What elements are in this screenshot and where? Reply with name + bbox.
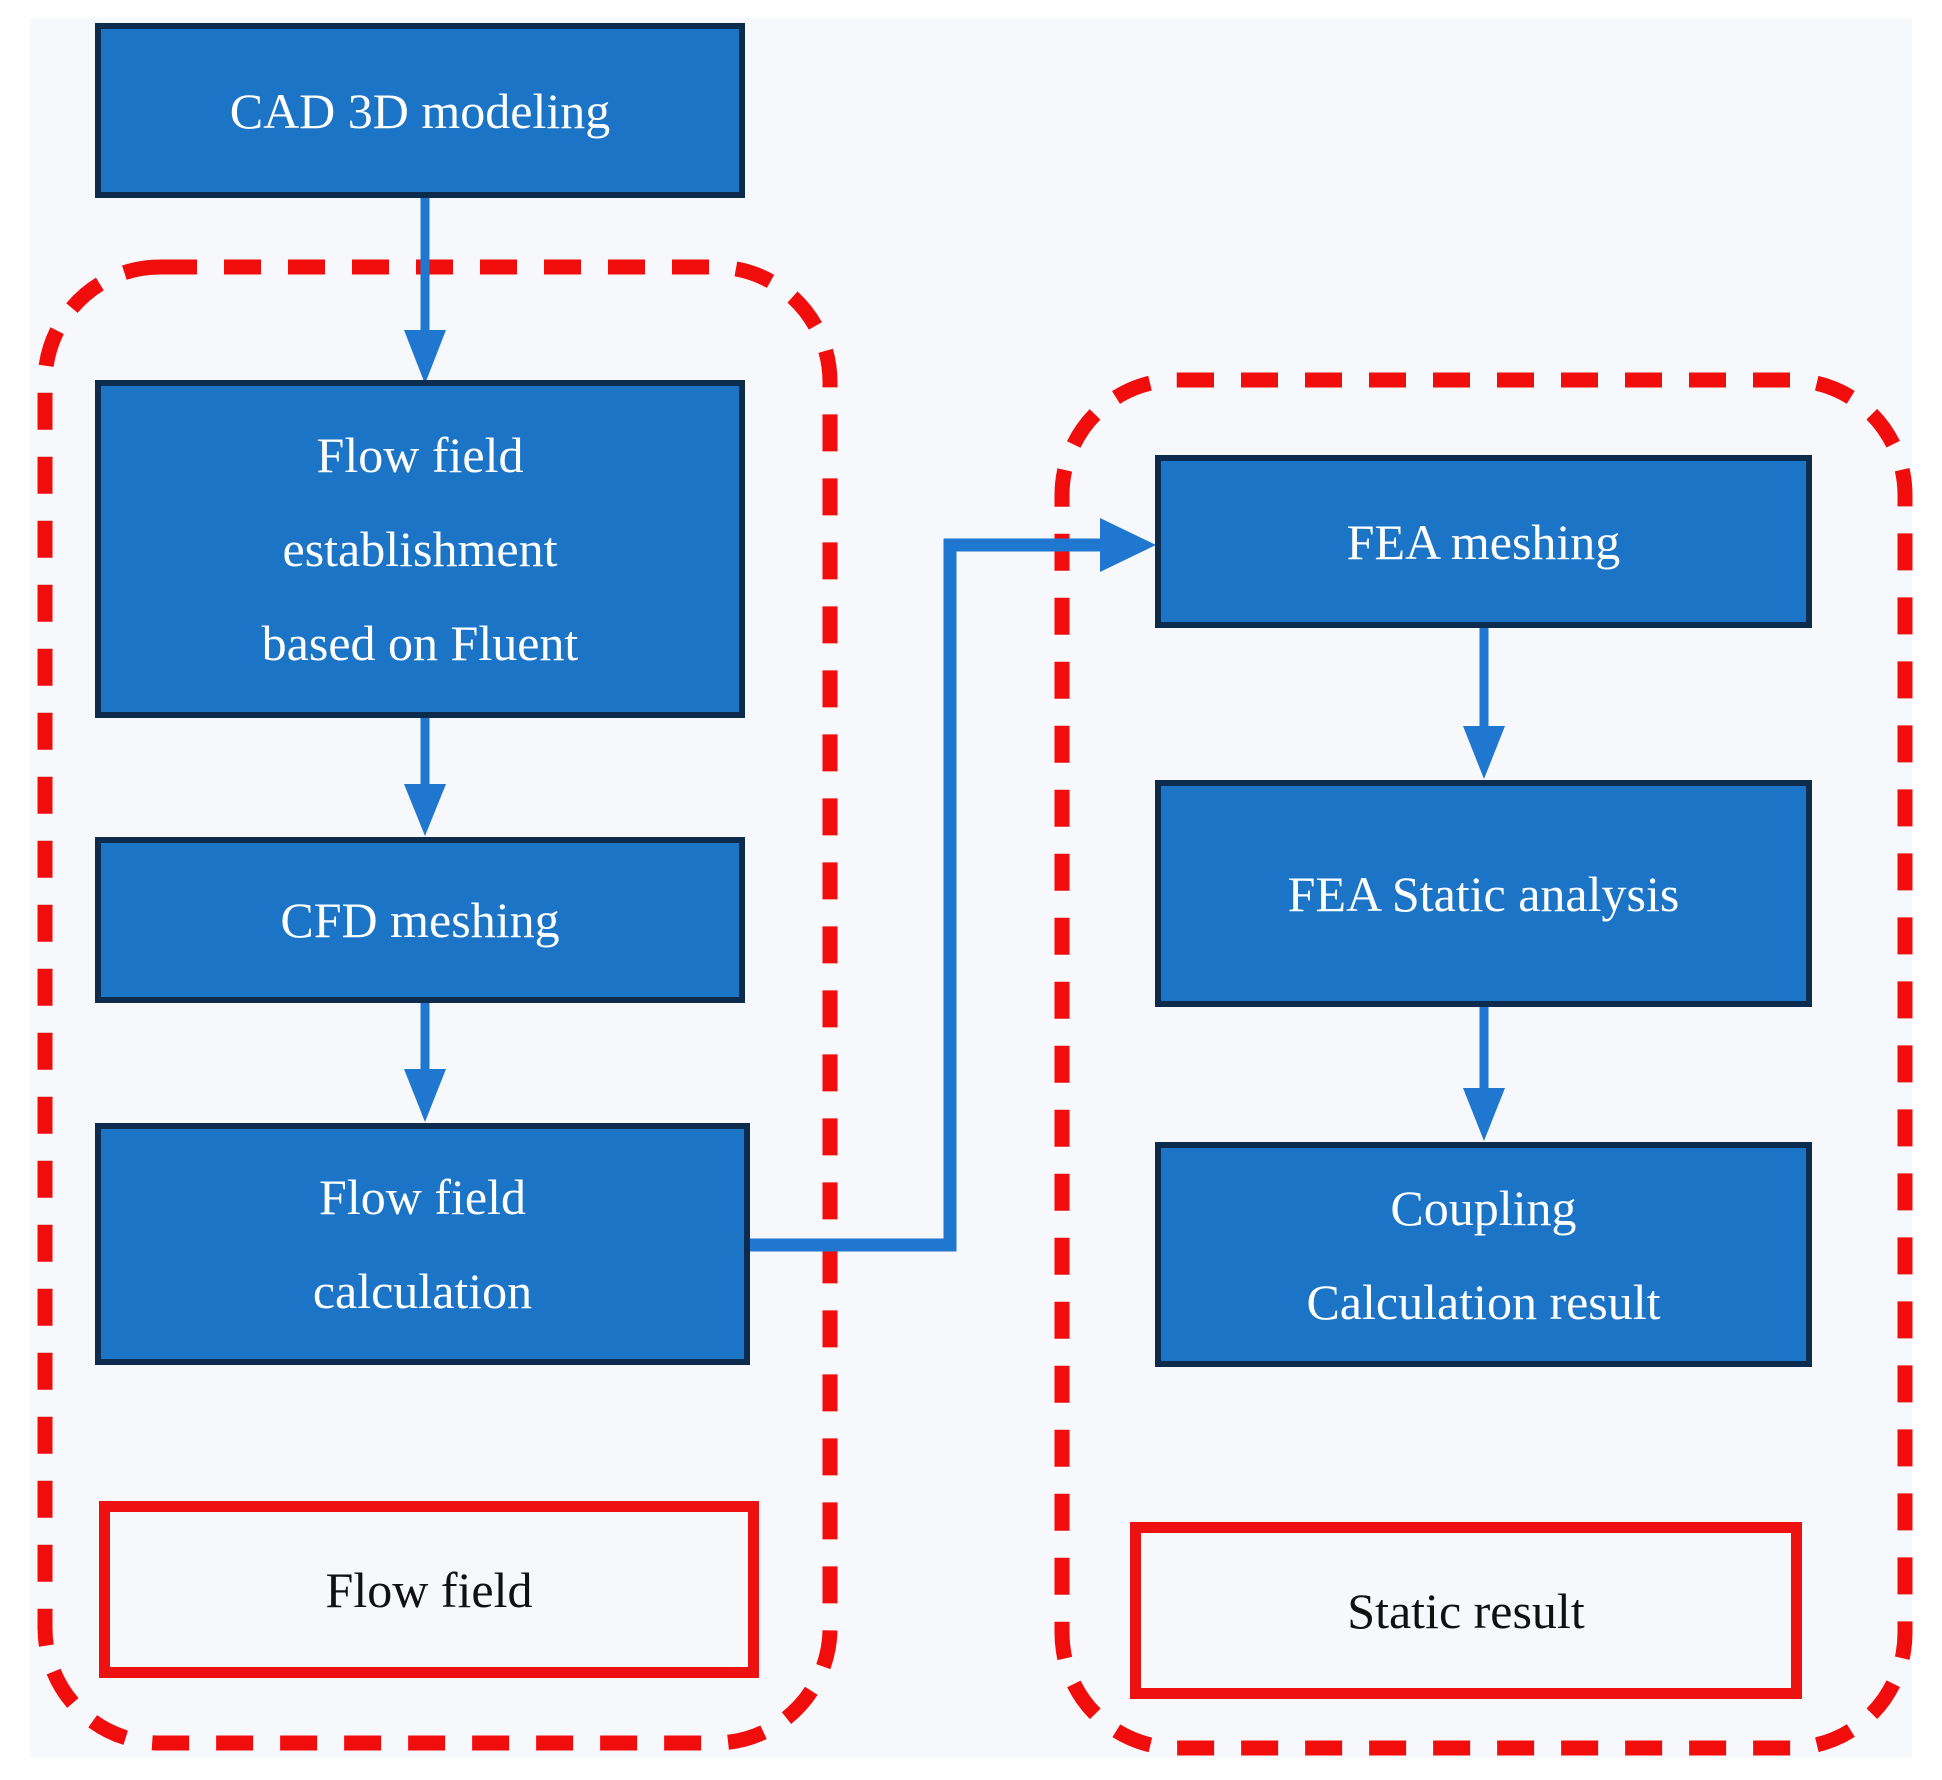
node-flow-field-calculation: Flow field calculation bbox=[95, 1123, 750, 1365]
node-label-line: establishment bbox=[282, 521, 558, 577]
node-flow-field-result: Flow field bbox=[99, 1501, 759, 1678]
node-label-line: CAD 3D modeling bbox=[229, 82, 611, 139]
connector-flow-calculation-to-fea-meshing bbox=[750, 518, 1156, 1252]
arrow-fea-static-to-coupling bbox=[1463, 1007, 1505, 1141]
node-label-line: Calculation result bbox=[1306, 1273, 1661, 1330]
node-label-line: calculation bbox=[312, 1263, 533, 1319]
node-label-line: Static result bbox=[1347, 1582, 1585, 1639]
right-group-dashed-outline bbox=[1054, 372, 1913, 1756]
node-coupling-calculation-result: Coupling Calculation result bbox=[1155, 1142, 1812, 1367]
arrow-cad-to-flow-establishment bbox=[404, 198, 446, 384]
node-fea-meshing: FEA meshing bbox=[1155, 455, 1812, 628]
node-label-line: based on Fluent bbox=[261, 615, 579, 671]
node-label-line: Flow field bbox=[319, 1169, 526, 1225]
arrow-fea-meshing-to-fea-static bbox=[1463, 628, 1505, 779]
left-group-dashed-outline bbox=[37, 259, 838, 1751]
arrow-flow-establishment-to-cfd-meshing bbox=[404, 718, 446, 836]
node-label-line: CFD meshing bbox=[280, 892, 560, 948]
node-flow-field-establishment: Flow field establishment based on Fluent bbox=[95, 380, 745, 718]
node-label-line: Coupling bbox=[1390, 1179, 1577, 1236]
node-label-line: Flow field bbox=[316, 427, 524, 483]
node-label-line: FEA Static analysis bbox=[1287, 865, 1680, 922]
node-label-line: Flow field bbox=[325, 1561, 533, 1618]
node-label-line: FEA meshing bbox=[1346, 513, 1621, 570]
node-fea-static-analysis: FEA Static analysis bbox=[1155, 780, 1812, 1007]
node-static-result: Static result bbox=[1130, 1522, 1802, 1699]
node-cfd-meshing: CFD meshing bbox=[95, 837, 745, 1003]
arrow-cfd-meshing-to-flow-calculation bbox=[404, 1003, 446, 1122]
node-cad-3d-modeling: CAD 3D modeling bbox=[95, 23, 745, 198]
